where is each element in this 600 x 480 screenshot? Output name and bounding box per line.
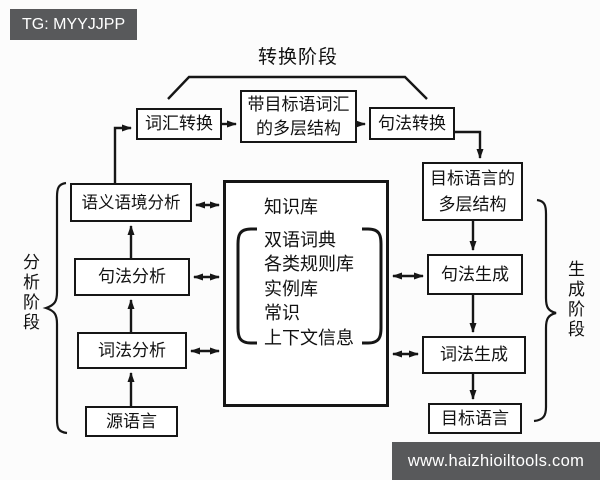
- node-syntax-transform: 句法转换: [369, 107, 455, 140]
- node-lexical-analysis: 词法分析: [77, 332, 187, 369]
- arrow-semantic-to-lexical-transform: [113, 124, 132, 183]
- node-target-language: 目标语言: [428, 403, 522, 434]
- node-lexical-generation: 词法生成: [422, 336, 526, 374]
- knowledge-base-box: 知识库 双语词典 各类规则库 实例库 常识 上下文信息: [223, 180, 389, 407]
- node-label: 目标语言: [441, 408, 509, 428]
- knowledge-base-items: 双语词典 各类规则库 实例库 常识 上下文信息: [264, 228, 354, 350]
- watermark-badge: TG: MYYJJPP: [10, 9, 137, 40]
- stage-label-transform: 转换阶段: [257, 47, 338, 68]
- watermark-bar: www.haizhioiltools.com: [392, 442, 600, 480]
- node-label: 词汇转换: [145, 114, 213, 133]
- node-label-line1: 目标语言的: [430, 168, 515, 188]
- badge-text: TG: MYYJJPP: [22, 15, 126, 33]
- knowledge-item: 常识: [264, 303, 300, 324]
- node-label-line1: 带目标语词汇: [247, 94, 350, 114]
- node-label: 句法生成: [441, 264, 509, 284]
- node-syntax-analysis: 句法分析: [74, 258, 190, 296]
- generation-stage-brace: [533, 198, 557, 423]
- node-label-line2: 的多层结构: [256, 118, 341, 138]
- knowledge-base-title: 知识库: [264, 197, 318, 217]
- node-label: 语义语境分析: [81, 192, 181, 212]
- node-label-line2: 多层结构: [438, 194, 507, 214]
- knowledge-item: 实例库: [264, 278, 318, 299]
- knowledge-item: 各类规则库: [264, 254, 354, 275]
- arrow-syntax-transform-to-target-multilayer: [455, 130, 484, 159]
- node-label: 句法转换: [378, 113, 446, 133]
- node-target-lex-multilayer: 带目标语词汇 的多层结构: [240, 90, 357, 143]
- node-semantic-context-analysis: 语义语境分析: [70, 183, 192, 222]
- node-label: 词法生成: [440, 345, 508, 364]
- analysis-stage-brace: [42, 181, 68, 435]
- node-label: 源语言: [106, 411, 157, 431]
- watermark-text: www.haizhioiltools.com: [407, 451, 585, 470]
- knowledge-item: 双语词典: [264, 230, 336, 250]
- node-label: 句法分析: [98, 267, 166, 286]
- node-target-lang-multilayer: 目标语言的 多层结构: [422, 162, 523, 221]
- stage-label-generation: 生成阶段: [565, 260, 584, 340]
- node-lexical-transform: 词汇转换: [136, 108, 222, 140]
- knowledge-item: 上下文信息: [264, 327, 354, 348]
- node-source-language: 源语言: [85, 406, 178, 437]
- stage-label-analysis: 分析阶段: [20, 253, 39, 333]
- node-label: 词法分析: [98, 340, 166, 360]
- node-syntax-generation: 句法生成: [427, 254, 523, 295]
